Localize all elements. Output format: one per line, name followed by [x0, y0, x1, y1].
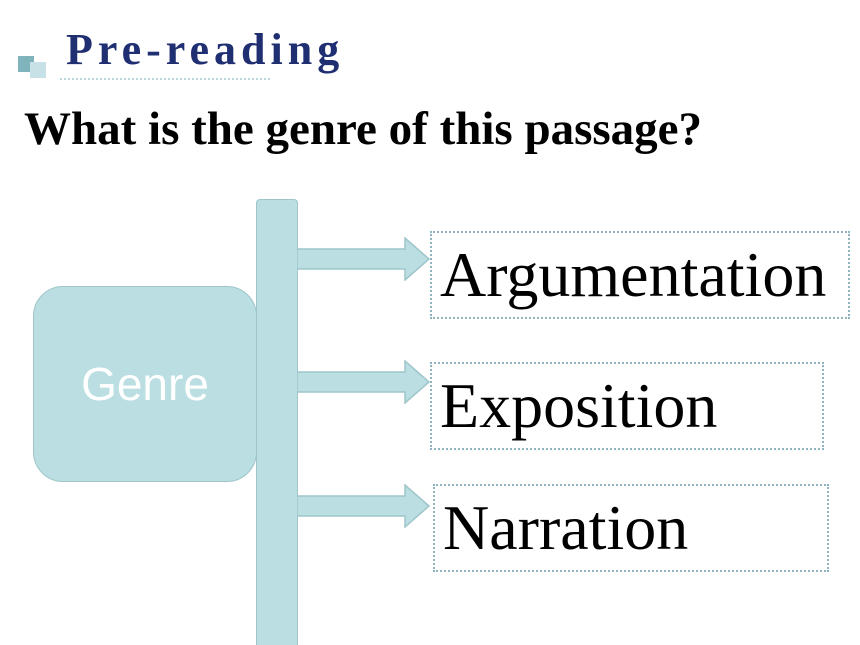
- branch-box-narration: Narration: [433, 484, 829, 572]
- branch-box-exposition: Exposition: [430, 362, 824, 450]
- branch-arrow-2: [297, 360, 431, 404]
- section-title: Pre-reading: [66, 25, 345, 74]
- genre-root-label: Genre: [81, 358, 209, 410]
- branch-label-exposition: Exposition: [440, 370, 718, 441]
- branch-arrow-3: [297, 484, 431, 528]
- bullet-squares-icon: [18, 52, 52, 78]
- title-underline: [60, 78, 270, 80]
- branch-box-argumentation: Argumentation: [430, 231, 850, 319]
- branch-label-narration: Narration: [443, 492, 689, 563]
- connector-spine: [256, 199, 298, 645]
- branch-arrow-1: [297, 237, 431, 281]
- branch-label-argumentation: Argumentation: [440, 239, 827, 310]
- genre-root-box: Genre: [33, 286, 257, 482]
- question-heading: What is the genre of this passage?: [24, 103, 703, 155]
